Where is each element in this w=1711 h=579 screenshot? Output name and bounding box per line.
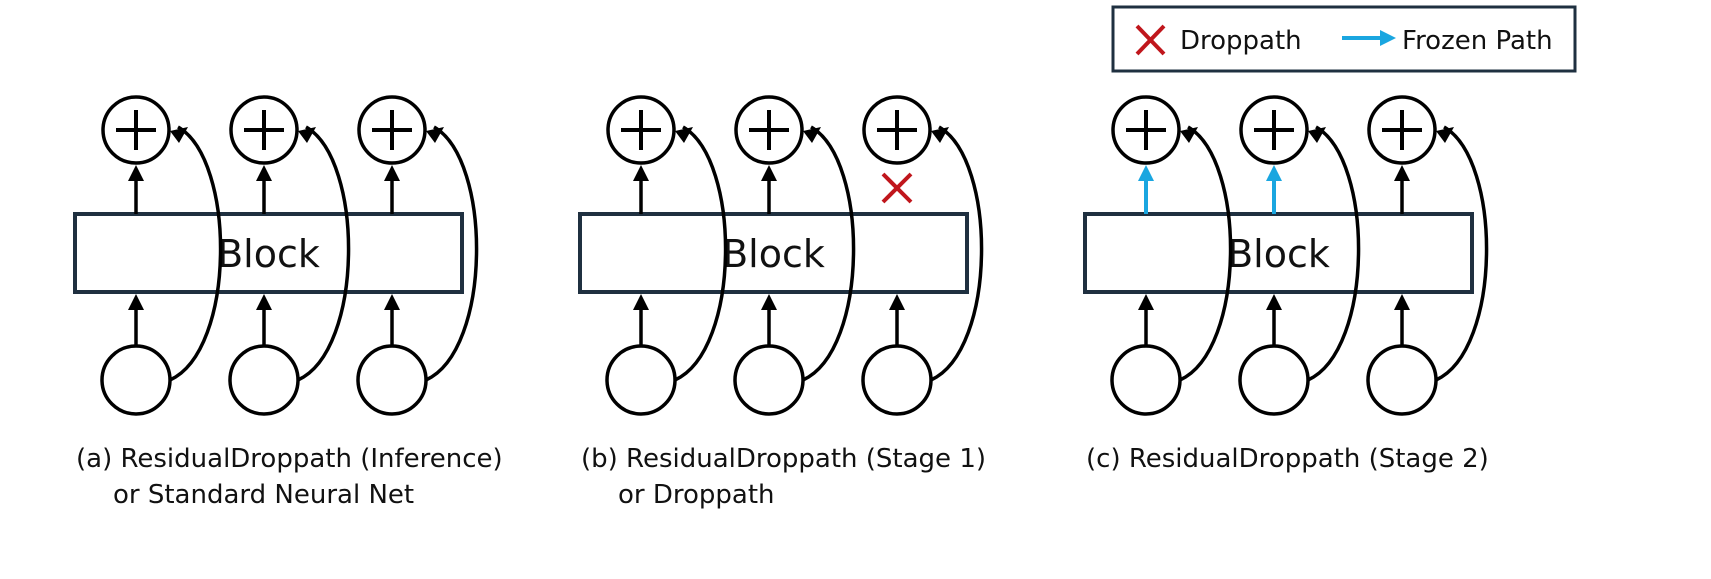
block-output-arrow-head bbox=[128, 165, 144, 181]
skip-connection bbox=[297, 125, 351, 382]
block-box bbox=[1083, 212, 1474, 294]
input-arrow-head bbox=[128, 294, 144, 310]
block-output-arrow-head bbox=[384, 165, 400, 181]
panel-caption-line1: (a) ResidualDroppath (Inference) bbox=[76, 444, 503, 474]
panel-caption-line2: or Droppath bbox=[618, 480, 775, 510]
input-arrow-head bbox=[1138, 294, 1154, 310]
skip-connection bbox=[930, 125, 984, 382]
input-arrow-head bbox=[633, 294, 649, 310]
block-output-arrow-head bbox=[1394, 165, 1410, 181]
panel-c: Block (c) ResidualDroppath (Stage 2) bbox=[1083, 95, 1489, 474]
skip-connection bbox=[1179, 125, 1233, 382]
legend: Droppath Frozen Path bbox=[1111, 5, 1577, 73]
panel-a: Block (a) ResidualDroppath (Inference) or … bbox=[73, 95, 503, 510]
skip-connection bbox=[1307, 125, 1361, 382]
input-node bbox=[228, 344, 300, 416]
frozen-path-arrow-icon bbox=[1342, 30, 1396, 46]
input-arrow-head bbox=[889, 294, 905, 310]
droppath-x-icon bbox=[881, 172, 913, 204]
skip-connection-arrow-head bbox=[1180, 127, 1198, 143]
panel-caption-line1: (c) ResidualDroppath (Stage 2) bbox=[1086, 444, 1489, 474]
input-node bbox=[356, 344, 428, 416]
panel-caption-line2: or Standard Neural Net bbox=[113, 480, 414, 510]
skip-connection bbox=[425, 125, 479, 382]
skip-connection-arrow-head bbox=[675, 127, 693, 143]
block-output-arrow-head bbox=[633, 165, 649, 181]
skip-connection-arrow-head bbox=[803, 127, 821, 143]
input-arrow-head bbox=[1394, 294, 1410, 310]
input-arrow-head bbox=[761, 294, 777, 310]
input-node bbox=[733, 344, 805, 416]
legend-droppath-label: Droppath bbox=[1180, 26, 1302, 56]
panels: Block (a) ResidualDroppath (Inference) or … bbox=[73, 95, 1489, 510]
input-arrow-head bbox=[384, 294, 400, 310]
input-node bbox=[861, 344, 933, 416]
input-node bbox=[1110, 344, 1182, 416]
legend-frozen-path-label: Frozen Path bbox=[1402, 26, 1553, 56]
input-node bbox=[605, 344, 677, 416]
input-node bbox=[1238, 344, 1310, 416]
input-node bbox=[1366, 344, 1438, 416]
skip-connection-arrow-head bbox=[931, 127, 949, 143]
input-arrow-head bbox=[1266, 294, 1282, 310]
skip-connection bbox=[674, 125, 728, 382]
input-arrow-head bbox=[256, 294, 272, 310]
block-output-arrow-head bbox=[761, 165, 777, 181]
panel-b: Block (b) ResidualDroppath (Stage 1) or Dr… bbox=[578, 95, 986, 510]
block-box bbox=[73, 212, 464, 294]
droppath-x-icon bbox=[1135, 24, 1166, 56]
block-box bbox=[578, 212, 969, 294]
skip-connection-arrow-head bbox=[426, 127, 444, 143]
skip-connection bbox=[1435, 125, 1489, 382]
skip-connection bbox=[169, 125, 223, 382]
block-label: Block bbox=[1227, 232, 1330, 276]
skip-connection bbox=[802, 125, 856, 382]
input-node bbox=[100, 344, 172, 416]
frozen-path-arrow-head bbox=[1138, 165, 1154, 181]
skip-connection-arrow-head bbox=[1308, 127, 1326, 143]
frozen-path-arrow-head bbox=[1266, 165, 1282, 181]
block-label: Block bbox=[722, 232, 825, 276]
panel-caption-line1: (b) ResidualDroppath (Stage 1) bbox=[581, 444, 986, 474]
skip-connection-arrow-head bbox=[298, 127, 316, 143]
skip-connection-arrow-head bbox=[170, 127, 188, 143]
skip-connection-arrow-head bbox=[1436, 127, 1454, 143]
block-output-arrow-head bbox=[256, 165, 272, 181]
block-label: Block bbox=[217, 232, 320, 276]
